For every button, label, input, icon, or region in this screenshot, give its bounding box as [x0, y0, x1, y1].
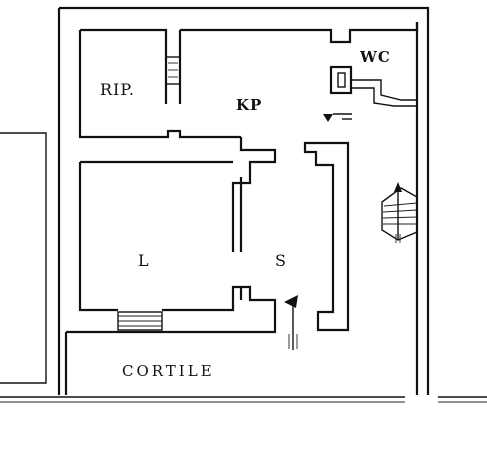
entry-arrow	[284, 295, 298, 350]
room-label-toilet: WC	[359, 48, 391, 66]
street-boundary	[0, 396, 487, 403]
kitchen-walls	[180, 22, 419, 252]
external-stairs	[381, 182, 418, 243]
outer-wall	[59, 6, 430, 395]
hall-partition	[303, 141, 350, 332]
courtyard-label: CORTILE	[122, 362, 215, 380]
room-label-kitchen: KP	[236, 96, 262, 114]
entrance-steps	[117, 311, 163, 331]
room-label-storage: RIP.	[100, 80, 135, 99]
living-room-walls	[66, 160, 277, 334]
neighbor-building	[0, 132, 47, 384]
room-label-living: L	[138, 251, 150, 270]
wc-fixtures	[323, 65, 417, 122]
storage-room-walls	[80, 28, 182, 104]
room-label-hall: S	[275, 251, 287, 270]
outer-wall-left	[57, 8, 68, 395]
